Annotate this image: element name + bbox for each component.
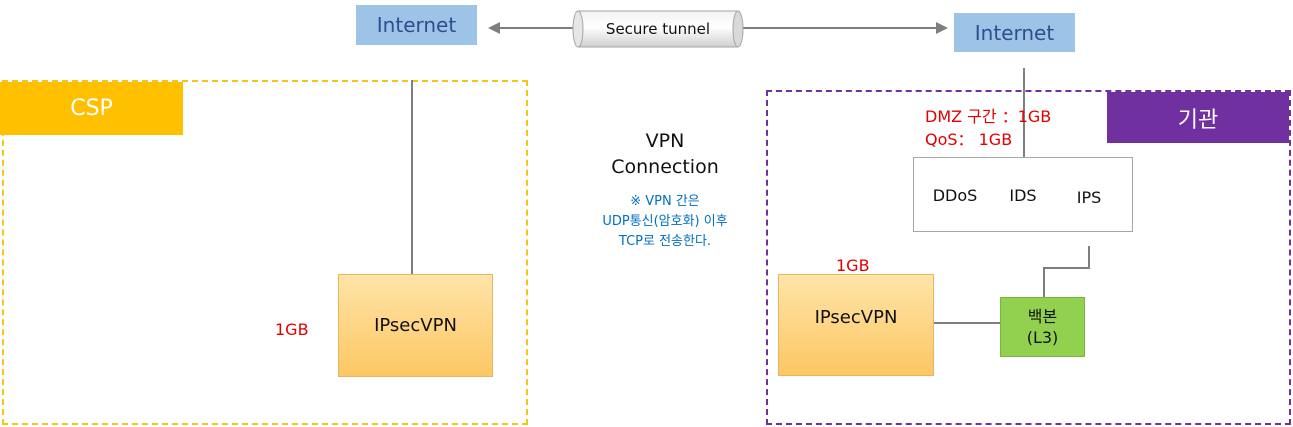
security-backbone-link-v2 (1043, 267, 1045, 298)
org-ipsec-vpn-box: IPsecVPN (778, 274, 934, 376)
tunnel-cylinder-right-end (732, 10, 744, 48)
vpn-connection-note: ※ VPN 간은 UDP통신(암호화) 이후 TCP로 전송한다. (602, 194, 728, 249)
dmz-bandwidth-label: DMZ 구간 ：1GB (925, 107, 1052, 126)
tunnel-cylinder-left-end (572, 10, 584, 48)
csp-bandwidth-label: 1GB (275, 320, 309, 339)
internet-left-box: Internet (356, 5, 477, 45)
backbone-l3-box: 백본 (L3) (1000, 297, 1085, 357)
csp-zone (2, 80, 528, 425)
org-tag: 기관 (1107, 92, 1289, 143)
vpn-connection-title: VPN Connection (611, 130, 719, 178)
org-internet-link (1023, 68, 1025, 158)
internet-right-box: Internet (954, 13, 1075, 52)
vpn-backbone-link (934, 322, 1001, 324)
security-backbone-link-h (1043, 267, 1090, 269)
internet-right-label: Internet (974, 20, 1055, 45)
arrow-left-icon (488, 22, 500, 34)
org-vpn-bandwidth-label: 1GB (836, 256, 870, 275)
tunnel-label: Secure tunnel (605, 20, 711, 38)
arrow-right-icon (936, 22, 948, 34)
tunnel-connector (488, 10, 948, 48)
org-zone (766, 90, 1291, 425)
csp-tag: CSP (0, 82, 183, 135)
ids-label: IDS (1009, 185, 1037, 205)
ddos-label: DDoS (932, 185, 978, 205)
qos-label: QoS： 1GB (925, 130, 1013, 149)
csp-internet-link (411, 80, 413, 275)
csp-ipsec-vpn-box: IPsecVPN (338, 274, 493, 377)
security-backbone-link-v1 (1088, 246, 1090, 268)
tunnel-cylinder-body (577, 10, 739, 48)
internet-left-label: Internet (376, 13, 457, 37)
security-appliance-box (913, 157, 1133, 232)
ips-label: IPS (1076, 187, 1102, 207)
